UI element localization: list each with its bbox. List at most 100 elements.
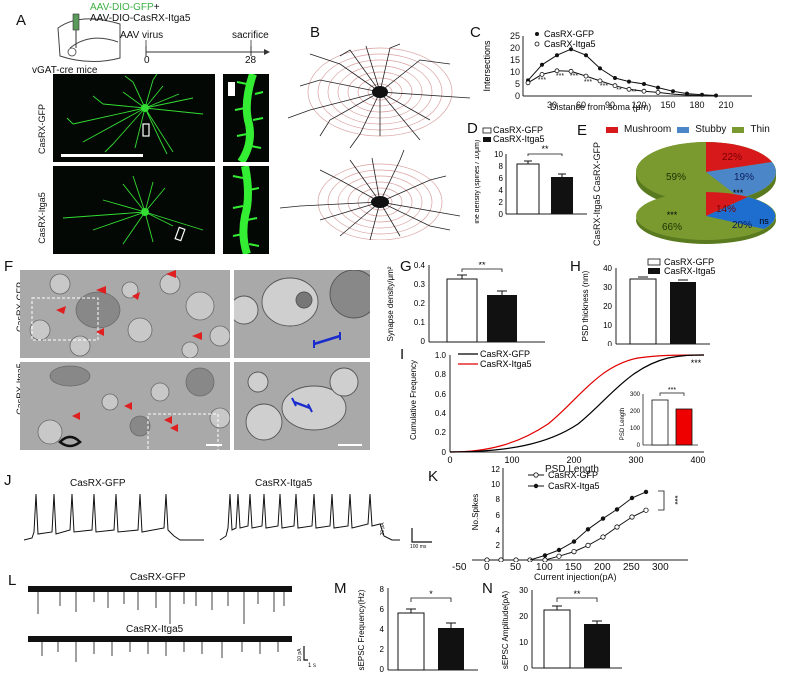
i-xtick: 100: [504, 455, 519, 464]
sepsc-traces: [28, 586, 308, 662]
c-xtick-150: 150: [660, 100, 675, 110]
l-scale-bar: [303, 646, 308, 661]
c-ytick-5: 5: [515, 79, 520, 89]
h-legend-itga5: CasRX-Itga5: [664, 266, 716, 276]
panel-label-a: A: [16, 12, 27, 29]
h-ylabel: PSD thickness (nm): [581, 270, 590, 341]
row-label-gfp: CasRX-GFP: [37, 104, 47, 155]
n-ytick: 0: [524, 664, 529, 673]
k-ytick: 8: [496, 495, 501, 504]
d-significance: **: [541, 144, 549, 154]
panel-label-l: L: [8, 572, 17, 589]
j-scale-h: 100 ms: [410, 544, 427, 550]
sepsc-amplitude-bar-chart: sEPSC Amplitude(pA) 0 10 20 30 **: [501, 586, 622, 673]
panel-label-e: E: [577, 122, 588, 139]
i-inset-bar-chart: PSD Length 0 100 200 300 ***: [620, 387, 698, 449]
e-legend: Mushroom Stubby Thin: [606, 124, 770, 135]
i-curve-gfp: [449, 354, 705, 453]
timeline-start: 0: [144, 55, 150, 66]
d-ytick: 8: [499, 162, 504, 171]
d-ytick: 2: [499, 198, 504, 207]
i-ylabel: Cumulative Frequency: [409, 360, 418, 440]
m-ytick: 4: [380, 625, 385, 634]
g-ytick: 0: [421, 337, 426, 346]
c-ytick-15: 15: [510, 55, 520, 65]
h-ytick: 30: [603, 283, 612, 292]
synapse-density-bar-chart: Synapse density/μm² 0 0.1 0.2 0.3 0.4 **: [386, 262, 545, 346]
c-ytick-20: 20: [510, 43, 520, 53]
pie-itga5-mushroom-pct: 14%: [716, 204, 736, 215]
j-trace-label-gfp: CasRX-GFP: [70, 478, 126, 489]
brain-schematic-icon: [57, 13, 121, 62]
c-xtick-180: 180: [689, 100, 704, 110]
i-xtick: 400: [690, 455, 705, 464]
j-trace-label-itga5: CasRX-Itga5: [255, 478, 313, 489]
stubby-swatch: [677, 126, 690, 133]
mouse-label: vGAT-cre mice: [32, 65, 98, 76]
thin-swatch: [732, 126, 745, 133]
e-row-label-gfp: CasRX-GFP: [592, 141, 602, 192]
k-xticks: -50 0 50 100 150 200 250 300: [452, 562, 669, 573]
g-ytick: 0.1: [414, 318, 426, 327]
c-xtick-90: 90: [605, 100, 615, 110]
em-image-gfp-zoom: [234, 270, 370, 358]
svg-text:***: ***: [668, 387, 676, 394]
c-ytick-0: 0: [515, 91, 520, 101]
i-ytick: 0.8: [435, 370, 447, 379]
k-xlabel: Current injection(pA): [534, 572, 617, 582]
d-ytick: 4: [499, 186, 504, 195]
i-ytick: 0.2: [435, 428, 447, 437]
c-xtick-120: 120: [631, 100, 646, 110]
sholl-tracings: [280, 43, 470, 240]
psd-thickness-bar-chart: CasRX-GFP CasRX-Itga5 PSD thickness (nm)…: [581, 257, 716, 346]
k-ytick: 4: [496, 526, 501, 535]
confocal-image-gfp: [53, 74, 215, 162]
e-row-label-itga5: CasRX-Itga5: [592, 194, 602, 246]
confocal-image-itga5: [53, 166, 215, 254]
pie-itga5-stubby-pct: 20%: [732, 220, 752, 231]
k-significance: ***: [670, 495, 679, 504]
j-scale-bar: [411, 528, 432, 543]
mushroom-swatch: [606, 126, 618, 133]
sepsc-frequency-bar-chart: sEPSC Frequency(Hz) 0 2 4 6 8 *: [357, 585, 478, 674]
g-ytick: 0.2: [414, 299, 426, 308]
c-legend-itga5: CasRX-Itga5: [544, 39, 596, 49]
c-sig-75: ***: [584, 79, 592, 86]
d-ytick: 0: [499, 210, 504, 219]
m-ytick: 2: [380, 645, 385, 654]
j-scale-v: 20 pA: [380, 522, 386, 536]
n-ytick: 20: [519, 612, 528, 621]
k-ytick: 10: [491, 480, 500, 489]
c-sig-105: **: [616, 87, 622, 94]
svg-text:300: 300: [630, 392, 641, 398]
i-xlabel: PSD Length: [545, 464, 599, 475]
e-legend-thin: Thin: [750, 124, 770, 135]
i-legend-gfp: CasRX-GFP: [480, 349, 530, 359]
d-legend-itga5: CasRX-Itga5: [493, 134, 545, 144]
psd-cumulative-chart: Cumulative Frequency 0 0.2 0.4 0.6 0.8 1…: [409, 349, 706, 464]
panel-label-f: F: [4, 258, 14, 275]
em-image-gfp-overview: [20, 270, 230, 358]
panel-label-b: B: [310, 24, 321, 41]
l-trace-label-itga5: CasRX-Itga5: [126, 624, 184, 635]
k-legend-gfp: CasRX-GFP: [548, 470, 598, 480]
timeline-end: 28: [245, 55, 257, 66]
c-xtick-30: 30: [547, 100, 557, 110]
k-ytick: 2: [496, 541, 501, 550]
timeline-arrow: [145, 40, 270, 56]
em-image-itga5-zoom: [234, 362, 370, 450]
i-ytick: 1.0: [435, 351, 447, 360]
row-label-itga5: CasRX-Itga5: [37, 192, 47, 244]
l-trace-label-gfp: CasRX-GFP: [130, 572, 186, 583]
timeline-end-label: sacrifice: [232, 30, 269, 41]
pie-itga5-sig-stubby: ns: [759, 216, 769, 226]
c-sig-90: ***: [600, 83, 608, 90]
virus-plus: +: [153, 2, 160, 13]
c-ytick-25: 25: [510, 31, 520, 41]
panel-label-c: C: [470, 24, 481, 41]
l-scale-h: 1 s: [308, 663, 317, 669]
k-ytick: 12: [491, 465, 500, 474]
pie-itga5-thin-pct: 66%: [662, 222, 682, 233]
svg-text:0: 0: [637, 443, 641, 449]
k-legend-itga5: CasRX-Itga5: [548, 481, 600, 491]
